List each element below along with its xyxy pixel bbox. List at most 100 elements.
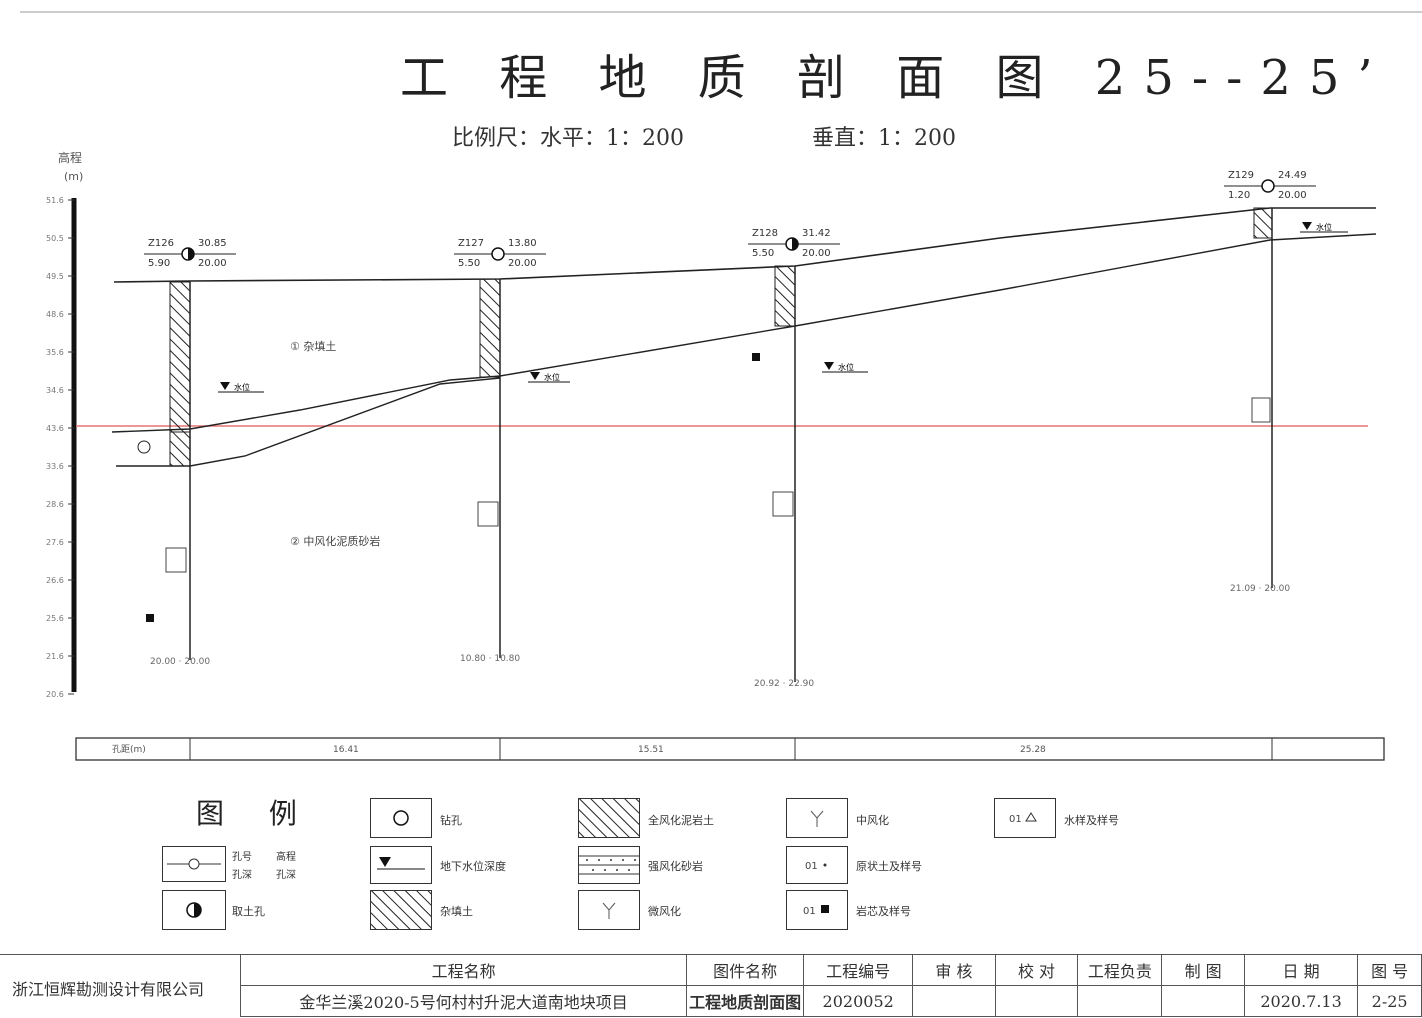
header-review: 审 核 [912,954,996,986]
rock-sample-mark [477,501,499,527]
legend-title: 图 例 [196,797,315,830]
borehole-depth: 20.00 [802,248,831,259]
header-date: 日 期 [1243,954,1359,986]
fork-icon [578,890,640,930]
fill-column [479,278,501,378]
borehole-z128 [752,265,796,682]
legend-label-strongly-weathered: 强风化砂岩 [648,860,703,873]
bottom-labels: 20.00 · 20.00 10.80 · 10.80 20.92 · 22.9… [150,584,1290,689]
legend-label-borehole: 钻孔 [440,814,462,827]
header-drawing-name: 图件名称 [686,954,805,986]
rock-sample-mark [165,547,187,573]
borehole-distance-bar: 孔距(m) 16.41 15.51 25.28 [75,737,1385,761]
value-project-lead [1077,985,1163,1017]
borehole-elevation: 31.42 [802,228,831,239]
header-drawing-number: 图 号 [1357,954,1422,986]
fill-layer-boundary [111,233,1377,433]
borehole-elevation: 13.80 [508,238,537,249]
borehole-z127 [477,278,501,658]
value-review [912,985,996,1017]
distance-value: 15.51 [638,745,664,755]
value-drafter [1161,985,1245,1017]
axis-label: 高程 [58,150,82,165]
axis-tick-label: 28.6 [46,500,64,509]
company-name: 浙江恒辉勘测设计有限公司 [12,980,205,999]
title-block-table: 工程名称 图件名称 工程编号 审 核 校 对 工程负责 制 图 日 期 图 号 … [239,954,1422,1017]
borehole-z126 [137,281,191,660]
borehole-id: Z126 [148,238,174,249]
svg-text:水位: 水位 [838,362,854,372]
svg-text:水位: 水位 [234,382,250,392]
title-block-values: 金华兰溪2020-5号何村村升泥大道南地块项目 工程地质剖面图 2020052 … [239,985,1422,1017]
axis-tick-label: 35.6 [46,348,64,357]
distance-label: 孔距(m) [112,744,146,755]
core-sample-mark [146,614,154,622]
water-levels: 水位 水位 水位 水位 [218,222,1348,393]
axis-tick-label: 27.6 [46,538,64,547]
value-project-name: 金华兰溪2020-5号何村村升泥大道南地块项目 [239,985,688,1017]
core-icon: 01 [786,890,848,930]
sample-left-bottom: 孔深 [232,870,252,881]
svg-text:水位: 水位 [1316,222,1332,232]
value-project-number: 2020052 [803,985,914,1017]
distance-value: 16.41 [333,745,359,755]
borehole-id: Z129 [1228,170,1254,181]
svg-text:01: 01 [803,906,816,917]
weathered-column [169,431,191,467]
borehole-left-value: 1.20 [1228,190,1250,201]
sample-right-bottom: 孔深 [276,870,296,881]
borehole-headers: Z1265.9030.8520.00Z1275.5013.8020.00Z128… [144,170,1316,269]
core-sample-mark [752,353,760,361]
legend-label-water-sample: 水样及样号 [1064,814,1119,827]
value-check [994,985,1079,1017]
water-icon [370,846,432,884]
distance-value: 25.28 [1020,745,1046,755]
sample-left-top: 孔号 [232,852,252,863]
legend-label-undisturbed-sample: 原状土及样号 [856,860,922,873]
axis-ticks: 51.650.549.548.635.634.643.633.628.627.6… [46,196,74,699]
borehole-left-value: 5.90 [148,258,170,269]
borehole-depth: 20.00 [198,258,227,269]
title-block-headers: 工程名称 图件名称 工程编号 审 核 校 对 工程负责 制 图 日 期 图 号 [239,954,1422,986]
fill-column [1253,207,1273,239]
header-project-lead: 工程负责 [1077,954,1163,986]
header-drafter: 制 图 [1161,954,1245,986]
axis-tick-label: 48.6 [46,310,64,319]
value-drawing-name: 工程地质剖面图 [686,985,805,1017]
axis-tick-label: 34.6 [46,386,64,395]
axis-tick-label: 33.6 [46,462,64,471]
value-date: 2020.7.13 [1243,985,1359,1017]
half-fill [188,248,194,260]
legend-label-water-level: 地下水位深度 [440,860,506,873]
legend-label-fill: 杂填土 [440,905,473,918]
legend-label-sampling-hole: 取土孔 [232,905,265,918]
legend-label-slightly-weathered: 微风化 [648,905,681,918]
axis-tick-label: 20.6 [46,690,64,699]
half-fill [792,238,798,250]
legend-label-core-sample: 岩芯及样号 [856,905,911,918]
half-circle-icon [162,890,226,930]
title-block: 浙江恒辉勘测设计有限公司 工程名称 图件名称 工程编号 审 核 校 对 工程负责… [0,954,1422,1018]
circle-icon [1261,179,1275,193]
svg-text:01: 01 [1009,814,1022,825]
header-project-number: 工程编号 [803,954,914,986]
water-level-icon: 水位 [1300,222,1348,233]
axis-tick-label: 51.6 [46,196,64,205]
vertical-scale: 垂直：1：200 [812,126,956,151]
axis-tick-label: 25.6 [46,614,64,623]
borehole-id: Z127 [458,238,484,249]
horizontal-scale: 比例尺：水平：1：200 [452,126,684,151]
triangle-icon: 01 [994,798,1056,838]
rock-sample-mark [1251,397,1271,423]
header-check: 校 对 [994,954,1079,986]
borehole-depth: 20.00 [1278,190,1307,201]
rock-sample-mark [772,491,794,517]
axis-unit: (m) [64,170,83,183]
fill-column [774,265,796,327]
svg-text:01: 01 [805,861,818,872]
layer-label-rock: ② 中风化泥质砂岩 [290,534,380,548]
borehole-left-value: 5.50 [458,258,480,269]
